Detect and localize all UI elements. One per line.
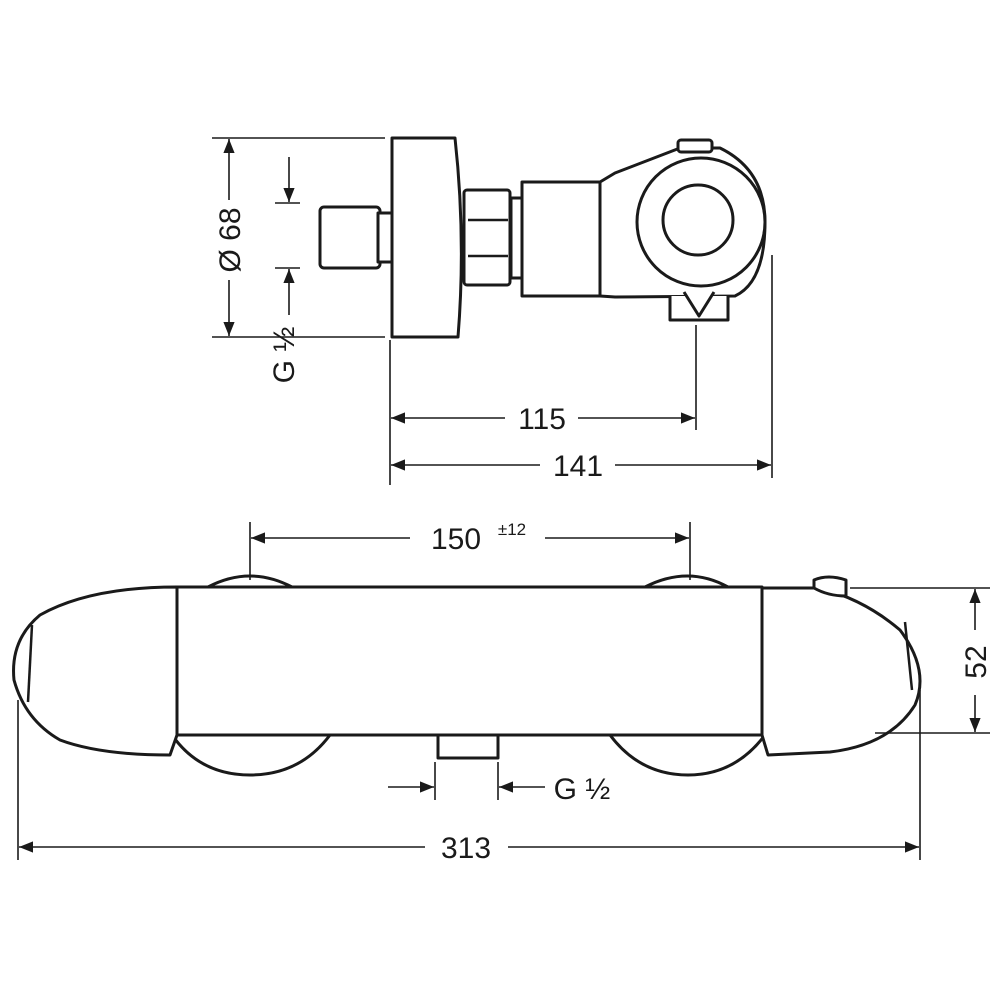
hex-nut <box>462 188 512 287</box>
center-distance-label: 150 <box>431 523 481 556</box>
total-depth-label: 141 <box>553 450 603 483</box>
total-width-label: 313 <box>441 832 491 865</box>
depth-to-outlet-label: 115 <box>518 403 566 436</box>
left-end-cap <box>12 585 179 757</box>
top-dome-right <box>643 574 730 589</box>
side-view: Ø 68 G ½ 115 141 <box>212 136 773 485</box>
inlet-thread-label: G ½ <box>268 327 301 384</box>
bottom-dome-left <box>170 733 332 777</box>
height-label: 52 <box>960 645 993 678</box>
center-distance-tolerance: ±12 <box>498 520 526 539</box>
bottom-dome-right <box>608 733 767 777</box>
outlet-thread-label: G ½ <box>554 773 611 806</box>
ring <box>509 196 524 280</box>
stub-neck <box>376 211 394 264</box>
main-body <box>175 585 764 737</box>
front-view: 150 ±12 G ½ 52 313 <box>12 520 993 865</box>
diameter-label: Ø 68 <box>214 207 247 272</box>
inlet-stub <box>318 205 382 270</box>
handle-pointer <box>682 291 716 318</box>
wall-flange <box>390 136 463 339</box>
handle-inner <box>661 183 735 257</box>
stop-button <box>812 575 848 598</box>
right-end-cap <box>760 586 922 757</box>
top-cap <box>676 138 714 154</box>
valve-body <box>520 180 604 298</box>
